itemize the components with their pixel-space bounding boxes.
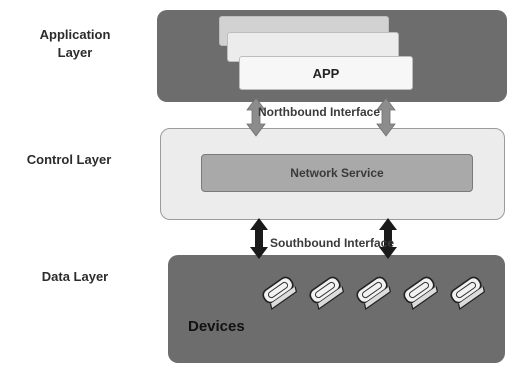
switch-icon bbox=[262, 276, 298, 311]
switch-icon bbox=[356, 276, 392, 311]
data-layer-label: Data Layer bbox=[41, 269, 109, 284]
control-layer-label: Control Layer bbox=[26, 152, 112, 167]
switch-icon bbox=[450, 276, 486, 311]
southbound-arrow-left bbox=[250, 218, 268, 259]
northbound-arrow-left bbox=[246, 97, 266, 137]
network-service-box: Network Service bbox=[201, 154, 473, 192]
data-layer-box bbox=[168, 255, 505, 363]
application-layer-label: Application Layer bbox=[39, 27, 111, 60]
switch-icon bbox=[309, 276, 345, 311]
app-card-label: APP bbox=[312, 65, 340, 81]
southbound-interface-label: Southbound Interface bbox=[270, 236, 394, 250]
app-card-front: APP bbox=[239, 56, 413, 90]
northbound-arrow-right bbox=[376, 97, 396, 137]
device-icons bbox=[262, 276, 486, 311]
devices-label: Devices bbox=[188, 318, 245, 335]
application-layer-box: APP bbox=[157, 10, 507, 102]
switch-icon bbox=[403, 276, 439, 311]
northbound-interface-label: Northbound Interface bbox=[258, 105, 380, 119]
southbound-arrow-right bbox=[379, 218, 397, 259]
network-service-label: Network Service bbox=[290, 166, 384, 180]
